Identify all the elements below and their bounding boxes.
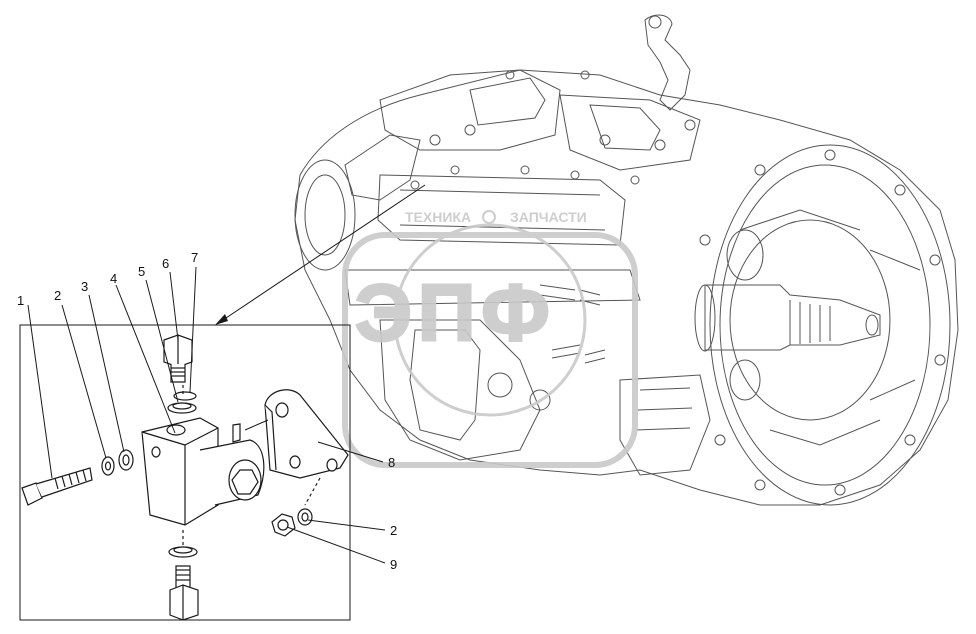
leader-1 (27, 304, 53, 479)
part-lower-ring (168, 546, 198, 558)
part-2-washer (101, 456, 115, 476)
gearbox-assembly (294, 14, 959, 506)
leader-4 (115, 284, 176, 434)
callout-8: 8 (388, 455, 395, 470)
assembly-leader-line (219, 184, 426, 323)
part-7-ring (173, 391, 197, 401)
callout-7: 7 (191, 250, 198, 265)
callout-9: 9 (390, 557, 397, 572)
leader-6 (169, 271, 179, 341)
assembly-axis-dashed (304, 477, 321, 506)
leader-9 (286, 526, 386, 564)
watermark-left-text: ТЕХНИКА (405, 209, 471, 225)
leader-2 (61, 304, 107, 459)
part-2-washer-right (297, 508, 313, 526)
assembly-leader-arrowhead (215, 314, 228, 325)
callout-2: 2 (54, 288, 61, 303)
part-8-bracket (264, 389, 349, 479)
part-5-ring (167, 402, 197, 414)
part-lower-fitting (169, 565, 199, 621)
callout-3: 3 (81, 279, 88, 294)
callout-5: 5 (138, 264, 145, 279)
leader-3 (88, 294, 125, 453)
exploded-parts (21, 334, 349, 621)
callout-2-right: 2 (390, 523, 397, 538)
leader-7 (189, 266, 197, 393)
leader-8 (317, 441, 384, 463)
callout-4: 4 (110, 271, 117, 286)
part-9-nut (271, 513, 296, 537)
callout-1: 1 (17, 293, 24, 308)
callout-leaders (27, 266, 386, 564)
watermark: ТЕХНИКА ЗАПЧАСТИ ЭПФ (342, 209, 638, 468)
watermark-logo-shape (342, 223, 638, 468)
callout-labels: 1 2 3 4 5 6 7 8 2 9 (17, 250, 397, 572)
detail-frame (19, 324, 351, 621)
watermark-logo-text: ЭПФ (355, 268, 556, 357)
leader-4b (244, 419, 269, 431)
watermark-gear-icon (482, 210, 496, 224)
part-3-washer (118, 449, 134, 471)
watermark-right-text: ЗАПЧАСТИ (510, 209, 587, 225)
part-1-bolt (21, 467, 93, 506)
callout-6: 6 (162, 256, 169, 271)
part-6-fitting (163, 334, 193, 383)
part-4-valve-body (141, 417, 265, 526)
leader-5 (145, 279, 179, 403)
leader-2b (307, 519, 386, 531)
